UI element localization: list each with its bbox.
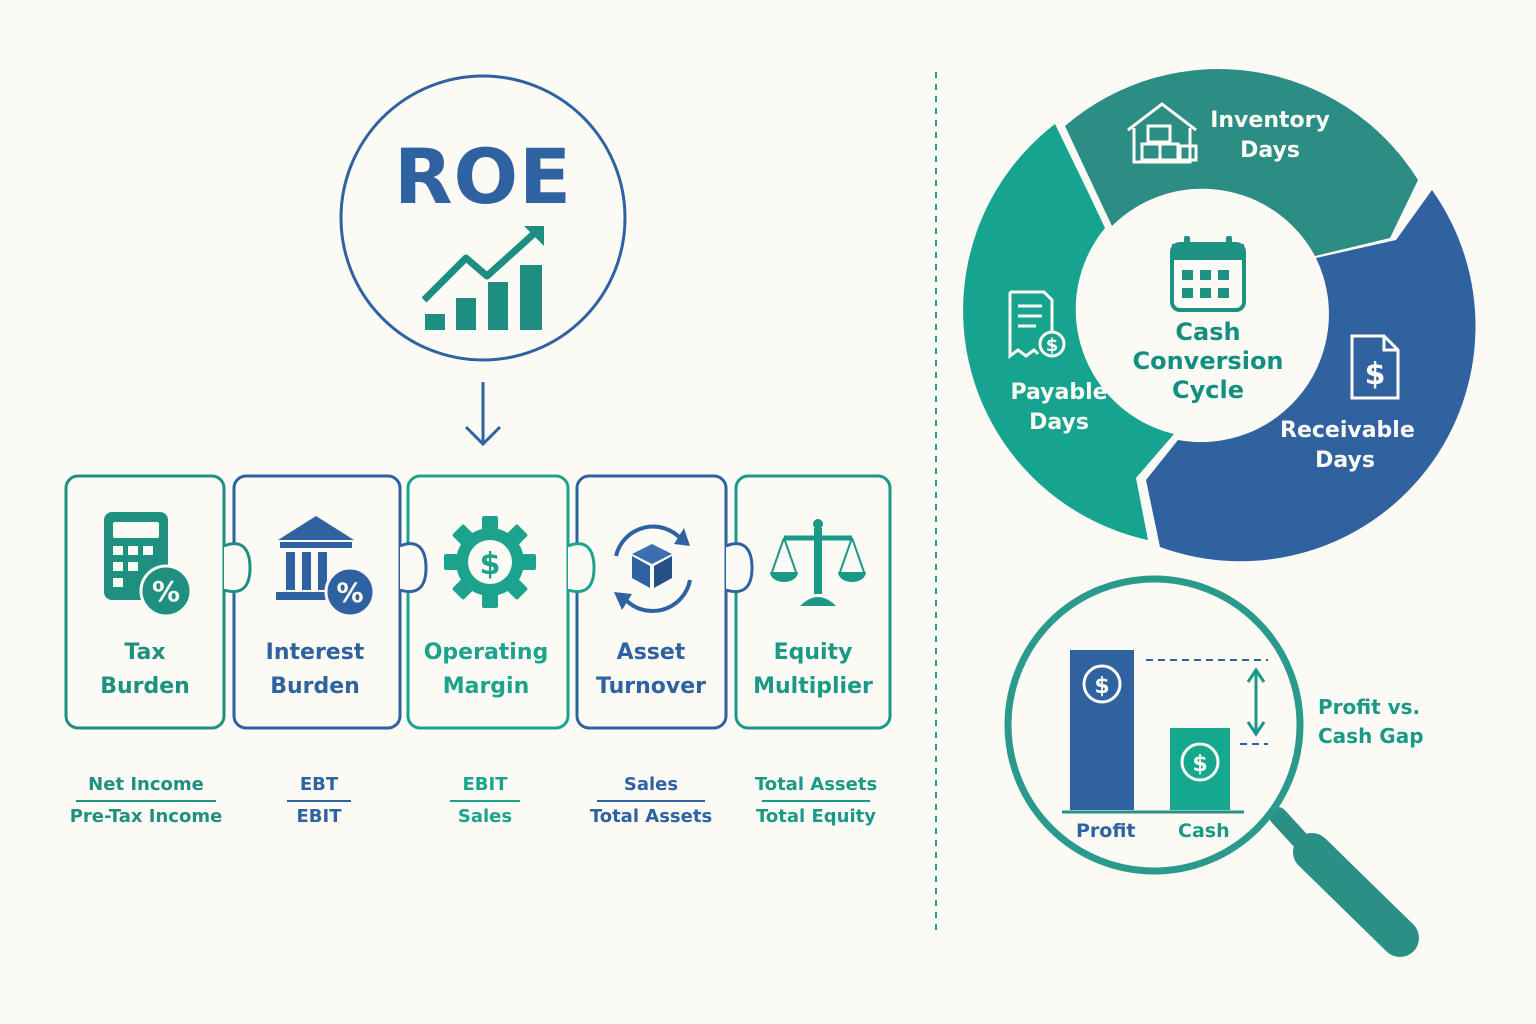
svg-text:$: $ [1046, 335, 1059, 356]
formula-denominator: Pre-Tax Income [69, 806, 223, 827]
piece-label-asset-turnover: Asset Turnover [566, 636, 736, 704]
formula-numerator: Net Income [88, 774, 204, 795]
piece-label-line: Margin [442, 674, 530, 699]
cycle-label-line: Inventory [1210, 108, 1330, 133]
magnifier-neck [1269, 807, 1309, 849]
gap-label-line: Profit vs. [1318, 695, 1421, 719]
formula-numerator: EBT [299, 774, 339, 795]
formula-denominator: Total Assets [589, 806, 713, 827]
svg-text:$: $ [1192, 752, 1207, 777]
cycle-label-line: Payable [1010, 380, 1108, 405]
gap-label-line: Cash Gap [1318, 724, 1424, 748]
dollar-coin-icon: $ [1180, 742, 1220, 782]
center-label-line: Cash [1175, 318, 1241, 346]
profit-label: Profit [1076, 820, 1136, 842]
svg-text:$: $ [480, 547, 501, 582]
calendar-icon [1170, 236, 1246, 312]
piece-frame-equity-multiplier [734, 474, 892, 730]
receivable-days-label: Receivable Days [1280, 416, 1415, 476]
bank-percent-icon: % [276, 516, 376, 618]
fraction-bar [762, 800, 870, 802]
piece-label-line: Burden [100, 674, 190, 699]
fraction-bar [287, 800, 351, 802]
svg-text:%: % [152, 575, 180, 608]
piece-label-interest-burden: Interest Burden [230, 636, 400, 704]
cycle-label-line: Days [1240, 138, 1300, 163]
puzzle-connectors [223, 542, 754, 593]
formula-asset-turnover: Sales Total Assets [561, 770, 741, 832]
roe-title: ROE [393, 132, 573, 221]
cycle-label-line: Days [1315, 448, 1375, 473]
formula-denominator: Sales [457, 806, 513, 827]
gap-arrow-icon [1246, 667, 1266, 737]
formula-numerator: Sales [623, 774, 679, 795]
formula-denominator: EBIT [296, 806, 342, 827]
fraction-bar [450, 800, 520, 802]
center-label-line: Conversion [1132, 347, 1284, 375]
piece-label-line: Asset [616, 640, 686, 665]
piece-frame-tax-burden [64, 474, 226, 730]
document-dollar-icon: $ [1350, 334, 1400, 400]
piece-frame-operating-margin [406, 474, 570, 730]
cycle-label-line: Days [1029, 410, 1089, 435]
cash-bar [1170, 728, 1230, 810]
cycle-segment-payable [963, 124, 1174, 540]
magnifier-handle [1293, 833, 1419, 957]
formula-operating-margin: EBIT Sales [395, 770, 575, 832]
payable-days-label: Payable Days [1004, 378, 1114, 438]
formula-numerator: EBIT [462, 774, 508, 795]
piece-label-line: Multiplier [753, 674, 873, 699]
piece-label-line: Interest [265, 640, 365, 665]
cycle-segment-receivable [1146, 190, 1476, 562]
formula-denominator: Total Equity [756, 806, 876, 827]
calculator-percent-icon: % [104, 512, 193, 618]
piece-frame-asset-turnover [575, 474, 728, 730]
piece-label-line: Tax [124, 640, 166, 665]
formula-tax-burden: Net Income Pre-Tax Income [56, 770, 236, 832]
formula-interest-burden: EBT EBIT [229, 770, 409, 832]
down-arrow-icon [464, 382, 502, 447]
svg-text:$: $ [1094, 674, 1109, 699]
profit-cash-gap-label: Profit vs. Cash Gap [1318, 693, 1438, 751]
fraction-bar [597, 800, 705, 802]
cycle-label-line: Receivable [1280, 418, 1415, 443]
growth-chart-icon [421, 226, 544, 330]
formula-equity-multiplier: Total Assets Total Equity [726, 770, 906, 832]
cash-conversion-cycle-label: Cash Conversion Cycle [1108, 318, 1308, 405]
fraction-bar [76, 800, 216, 802]
inventory-days-label: Inventory Days [1210, 106, 1330, 166]
invoice-dollar-icon: $ [1008, 290, 1066, 359]
profit-bar [1070, 650, 1134, 810]
piece-label-line: Turnover [596, 674, 706, 699]
piece-label-operating-margin: Operating Margin [401, 636, 571, 704]
cycle-segment-inventory [1065, 69, 1418, 257]
piece-label-line: Burden [270, 674, 360, 699]
box-cycle-icon [614, 524, 692, 613]
piece-frame-interest-burden [232, 474, 402, 730]
balance-scale-icon [770, 519, 866, 606]
cash-label: Cash [1178, 820, 1230, 842]
piece-label-line: Operating [423, 640, 549, 665]
piece-label-line: Equity [773, 640, 853, 665]
piece-label-equity-multiplier: Equity Multiplier [728, 636, 898, 704]
gear-dollar-icon: $ [444, 516, 536, 608]
roe-circle [339, 74, 627, 362]
dollar-coin-icon: $ [1082, 664, 1122, 704]
svg-text:%: % [336, 578, 363, 609]
center-label-line: Cycle [1172, 376, 1244, 404]
svg-text:$: $ [1365, 357, 1386, 392]
warehouse-icon [1127, 102, 1198, 164]
formula-numerator: Total Assets [754, 774, 878, 795]
piece-label-tax-burden: Tax Burden [60, 636, 230, 704]
